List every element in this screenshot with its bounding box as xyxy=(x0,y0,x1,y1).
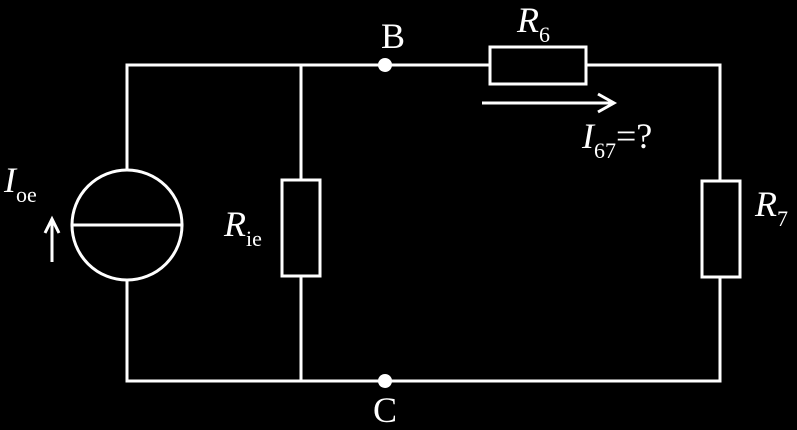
right-arrow-icon xyxy=(482,92,618,114)
node-b-label: B xyxy=(381,16,406,56)
resistor-r7 xyxy=(700,179,742,279)
resistor-rie xyxy=(280,178,322,278)
up-arrow-icon xyxy=(43,215,61,262)
current-i67-label: I67=? xyxy=(582,116,653,163)
node-b-dot xyxy=(378,58,392,72)
current-source-label: Ioe xyxy=(4,160,37,207)
resistor-r6 xyxy=(488,45,588,86)
resistor-r6-label: R6 xyxy=(517,0,550,47)
resistor-r7-label: R7 xyxy=(755,184,788,231)
node-c-label: C xyxy=(373,390,398,430)
resistor-rie-label: Rie xyxy=(224,204,262,251)
node-c-dot xyxy=(378,374,392,388)
